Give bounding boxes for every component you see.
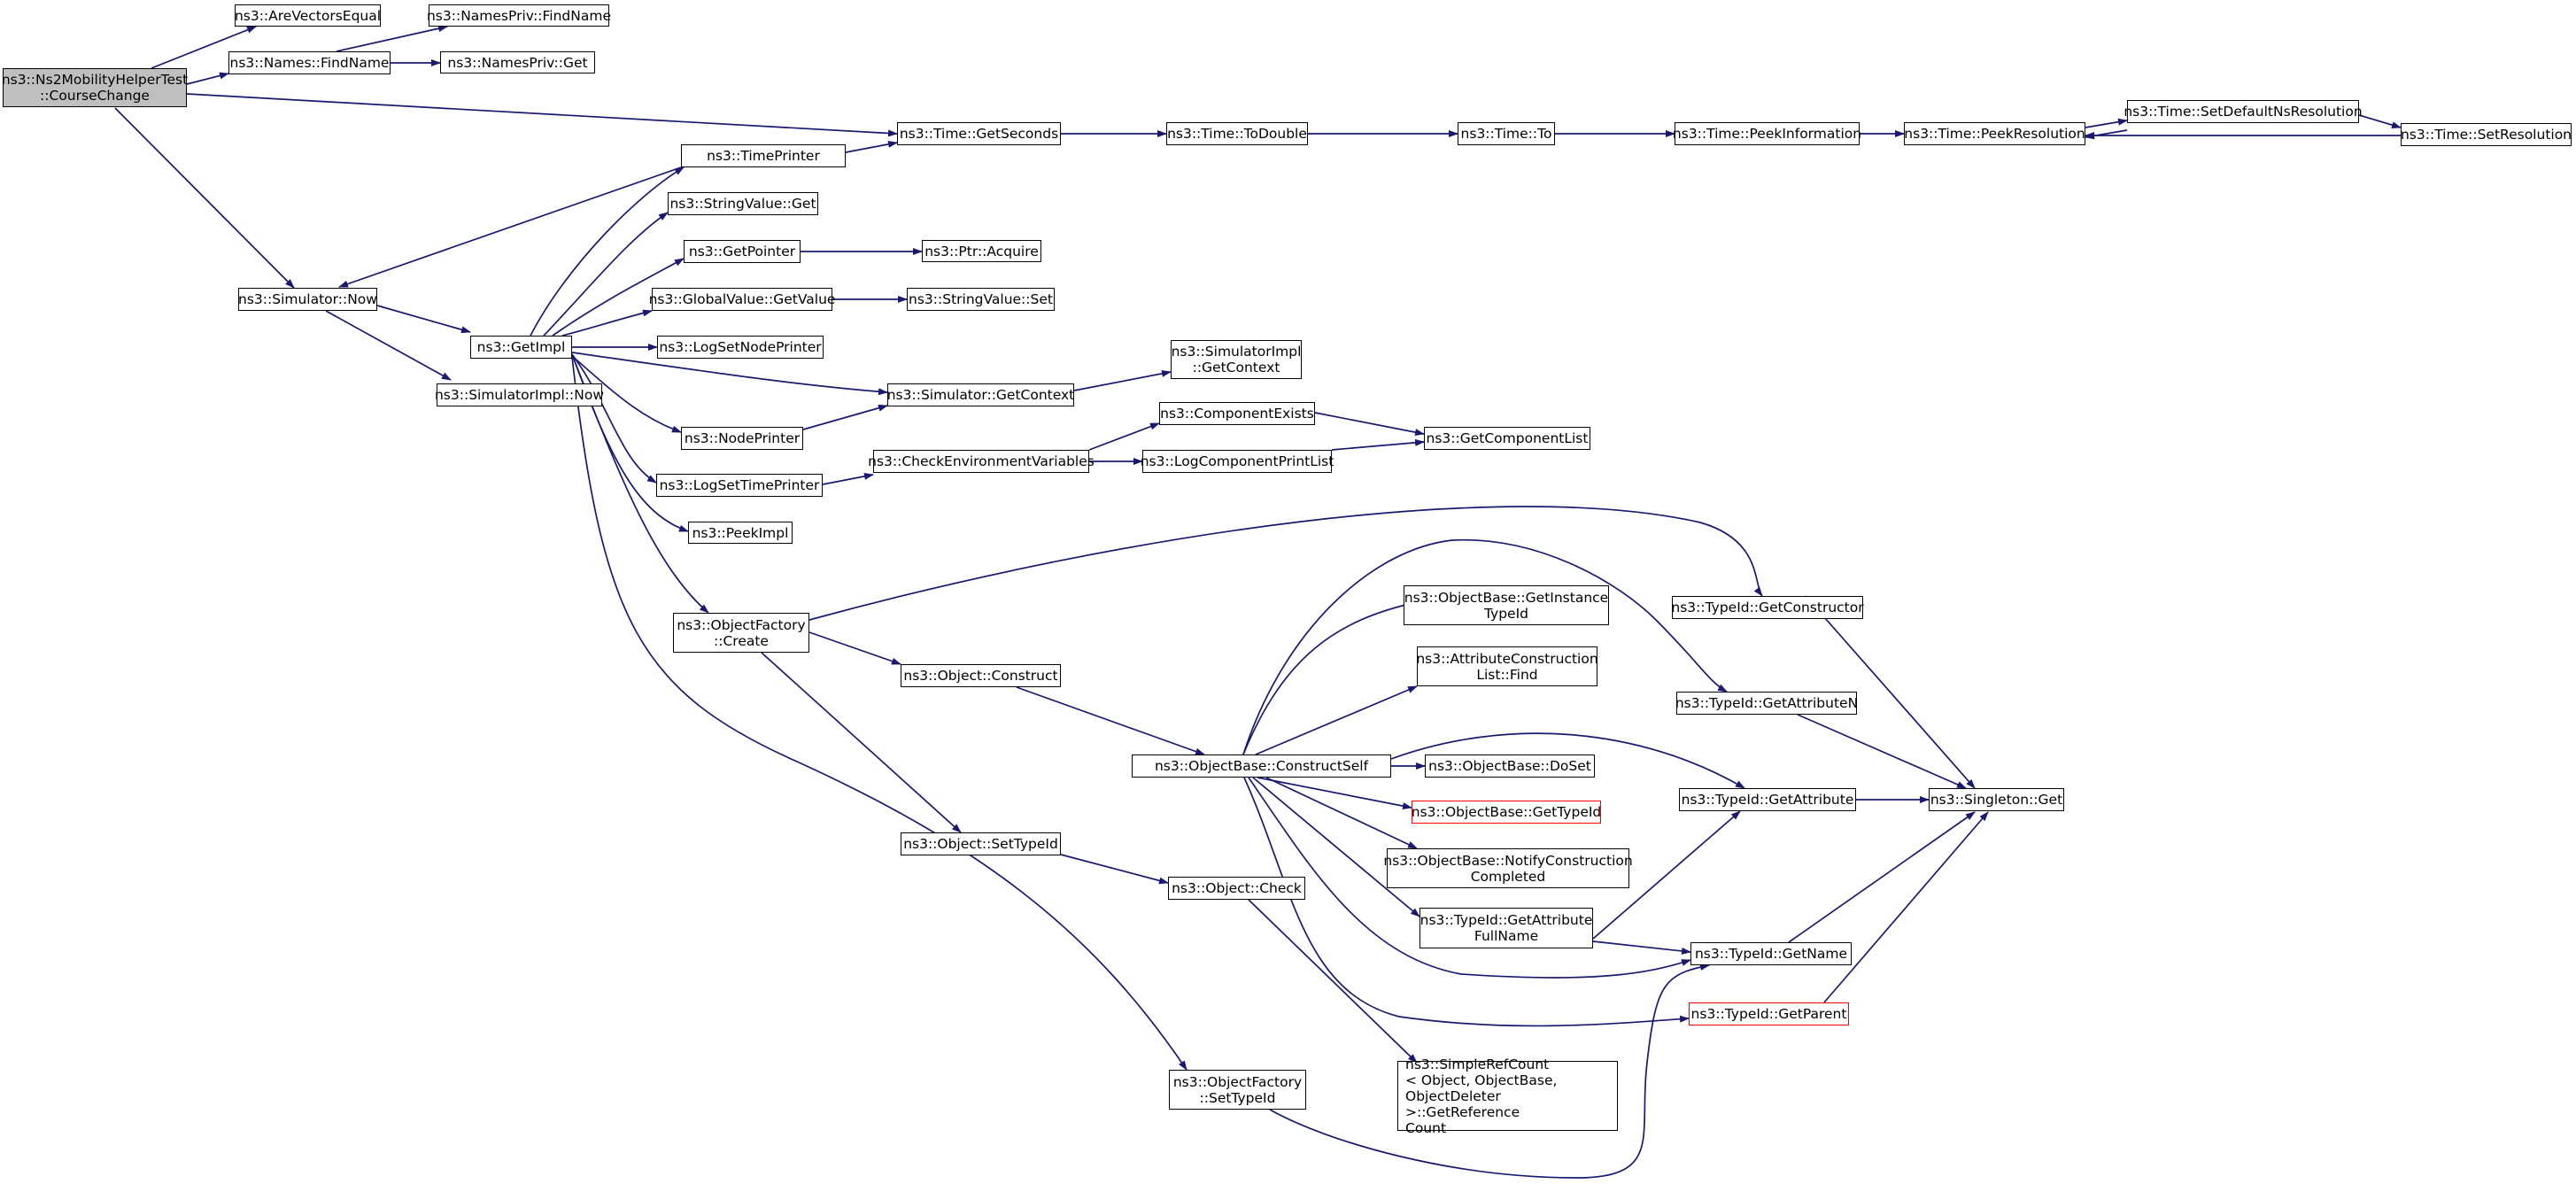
node-logcomplist[interactable]: ns3::LogComponentPrintList	[1141, 450, 1334, 473]
node-peekinfo[interactable]: ns3::Time::PeekInformation	[1673, 122, 1861, 145]
call-edge	[552, 258, 685, 337]
call-edge	[822, 472, 874, 485]
node-obgettid[interactable]: ns3::ObjectBase::GetTypeId	[1412, 801, 1601, 824]
call-edge	[571, 355, 682, 433]
node-getptr[interactable]: ns3::GetPointer	[684, 240, 801, 263]
node-objsettid[interactable]: ns3::Object::SetTypeId	[901, 832, 1061, 855]
node-compexists[interactable]: ns3::ComponentExists	[1159, 402, 1315, 425]
call-edge	[571, 356, 1187, 1071]
node-lognode[interactable]: ns3::LogSetNodePrinter	[657, 336, 824, 359]
node-notify[interactable]: ns3::ObjectBase::NotifyConstruction Comp…	[1383, 848, 1633, 888]
node-objcons[interactable]: ns3::Object::Construct	[901, 664, 1061, 687]
node-getsec[interactable]: ns3::Time::GetSeconds	[897, 122, 1061, 145]
node-attrfull[interactable]: ns3::TypeId::GetAttribute FullName	[1420, 908, 1593, 948]
node-checkenv[interactable]: ns3::CheckEnvironmentVariables	[868, 450, 1095, 473]
call-edge	[1242, 600, 1418, 755]
call-edge	[114, 107, 295, 289]
call-edge	[1592, 940, 1691, 955]
node-to[interactable]: ns3::Time::To	[1458, 122, 1555, 145]
node-logtime[interactable]: ns3::LogSetTimePrinter	[656, 474, 823, 497]
node-arevec[interactable]: ns3::AreVectorsEqual	[235, 4, 381, 27]
call-edge	[808, 506, 1763, 621]
node-getattr[interactable]: ns3::TypeId::GetAttribute	[1679, 788, 1856, 811]
call-edge	[1331, 438, 1425, 451]
call-edge	[571, 353, 657, 484]
call-edge	[1248, 899, 1418, 1064]
call-edge	[1805, 595, 1976, 789]
call-edge	[1265, 777, 1418, 849]
call-edge	[571, 352, 888, 396]
node-nfind[interactable]: ns3::Names::FindName	[228, 51, 391, 74]
node-simctx[interactable]: ns3::Simulator::GetContext	[887, 383, 1074, 406]
call-edge	[1248, 777, 1691, 979]
call-edge	[1060, 854, 1169, 885]
node-peekimpl[interactable]: ns3::PeekImpl	[688, 522, 793, 544]
call-edge	[1242, 538, 1728, 755]
call-edge	[1088, 422, 1160, 451]
call-edge	[186, 72, 229, 85]
call-edge	[2358, 114, 2402, 128]
call-edge	[1255, 685, 1418, 755]
node-simnow[interactable]: ns3::Simulator::Now	[238, 288, 377, 311]
call-edge	[561, 309, 653, 337]
node-simimplctx[interactable]: ns3::SimulatorImpl ::GetContext	[1171, 340, 1302, 379]
call-edge	[336, 25, 448, 52]
node-objcheck[interactable]: ns3::Object::Check	[1168, 877, 1305, 900]
call-edge	[808, 631, 901, 665]
call-edge	[1016, 686, 1205, 755]
node-getcomplist[interactable]: ns3::GetComponentList	[1424, 427, 1590, 450]
node-nodeprinter[interactable]: ns3::NodePrinter	[681, 427, 803, 450]
call-edge	[845, 140, 898, 153]
call-edge	[1269, 963, 1710, 1179]
call-edge	[325, 310, 452, 381]
call-edge	[1314, 412, 1425, 437]
call-edge	[1073, 369, 1172, 391]
node-todouble[interactable]: ns3::Time::ToDouble	[1166, 122, 1308, 145]
node-getimpl[interactable]: ns3::GetImpl	[470, 336, 572, 359]
node-consself[interactable]: ns3::ObjectBase::ConstructSelf	[1132, 755, 1391, 778]
node-ptracq[interactable]: ns3::Ptr::Acquire	[922, 240, 1041, 262]
call-edge	[186, 93, 898, 137]
call-edge	[151, 26, 257, 69]
call-edge	[338, 166, 682, 288]
node-getparent[interactable]: ns3::TypeId::GetParent	[1689, 1002, 1849, 1025]
call-edge	[1592, 810, 1741, 940]
node-peekres[interactable]: ns3::Time::PeekResolution	[1904, 122, 2085, 145]
node-simpleref[interactable]: ns3::SimpleRefCount < Object, ObjectBase…	[1397, 1056, 1618, 1136]
call-edge	[802, 404, 888, 430]
call-edge	[1252, 777, 1420, 917]
call-edge	[2085, 118, 2128, 128]
call-edge	[530, 166, 685, 337]
node-singleton[interactable]: ns3::Singleton::Get	[1929, 788, 2064, 811]
node-getinst[interactable]: ns3::ObjectBase::GetInstance TypeId	[1404, 585, 1609, 625]
call-edge	[1788, 811, 1976, 943]
call-edge	[1243, 777, 1690, 1027]
edges	[114, 25, 2402, 1179]
node-obfsettid[interactable]: ns3::ObjectFactory ::SetTypeId	[1169, 1070, 1306, 1110]
node-npfind[interactable]: ns3::NamesPriv::FindName	[427, 4, 611, 27]
call-edge	[1797, 714, 1967, 789]
node-gvget[interactable]: ns3::GlobalValue::GetValue	[649, 288, 835, 311]
node-svget[interactable]: ns3::StringValue::Get	[668, 192, 818, 215]
call-edge	[543, 212, 669, 337]
call-edge	[376, 305, 471, 334]
node-getattrn[interactable]: ns3::TypeId::GetAttributeN	[1675, 692, 1858, 715]
node-root[interactable]: ns3::Ns2MobilityHelperTest ::CourseChang…	[2, 68, 188, 107]
node-simimplnow[interactable]: ns3::SimulatorImpl::Now	[435, 383, 604, 406]
call-edge	[1390, 732, 1745, 789]
call-edge	[1257, 777, 1412, 810]
node-setdef[interactable]: ns3::Time::SetDefaultNsResolution	[2123, 100, 2363, 123]
node-obfcreate[interactable]: ns3::ObjectFactory ::Create	[673, 613, 809, 653]
node-npget[interactable]: ns3::NamesPriv::Get	[440, 51, 595, 74]
node-getname[interactable]: ns3::TypeId::GetName	[1690, 942, 1852, 965]
node-tprinter[interactable]: ns3::TimePrinter	[681, 144, 846, 167]
call-edge	[761, 652, 962, 833]
node-attrfind[interactable]: ns3::AttributeConstruction List::Find	[1416, 646, 1598, 686]
node-doset[interactable]: ns3::ObjectBase::DoSet	[1425, 755, 1595, 778]
node-getctor[interactable]: ns3::TypeId::GetConstructor	[1671, 596, 1864, 619]
node-svset[interactable]: ns3::StringValue::Set	[907, 288, 1055, 311]
node-setres[interactable]: ns3::Time::SetResolution	[2401, 123, 2572, 146]
call-edge	[1823, 811, 1989, 1003]
